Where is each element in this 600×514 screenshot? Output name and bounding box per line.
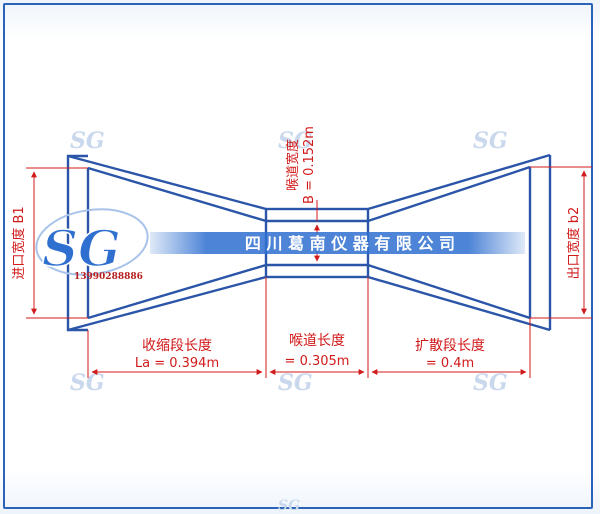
diverging-lower-inner <box>367 263 531 320</box>
diverging-length-value: = 0.4m <box>426 356 474 371</box>
inlet-width-label: 进口宽度 B1 <box>11 206 27 279</box>
inlet-outer-wall <box>66 154 88 332</box>
company-banner: 四 川 葛 南 仪 器 有 限 公 司 <box>150 232 525 254</box>
converging-length-value: La = 0.394m <box>135 356 219 371</box>
converging-upper-inner <box>87 166 267 223</box>
converging-lower-outer <box>67 275 267 332</box>
converging-lower-inner <box>87 263 267 320</box>
throat-length-value: = 0.305m <box>285 354 350 369</box>
diverging-upper-inner <box>367 165 531 223</box>
outer-frame <box>3 3 593 509</box>
diverging-lower-outer <box>367 275 551 332</box>
logo-letters: SG <box>42 219 121 278</box>
company-banner-text: 四 川 葛 南 仪 器 有 限 公 司 <box>245 234 455 253</box>
watermark-top-center: SG <box>278 128 313 154</box>
watermark-top-left: SG <box>70 128 105 154</box>
dimension-lines <box>26 166 592 378</box>
watermark-bottom-right: SG <box>473 370 508 396</box>
watermark-bottom-center: SG <box>278 370 313 396</box>
logo-phone: 13990288886 <box>74 272 143 282</box>
outlet-width-label: 出口宽度 b2 <box>566 207 582 280</box>
converging-length-title: 收缩段长度 <box>142 338 212 354</box>
watermark-top-right: SG <box>473 128 508 154</box>
company-logo: SG 13990288886 <box>35 208 149 282</box>
throat-width-value: B = 0.152m <box>302 126 317 204</box>
watermark-bottom-edge: SG <box>278 498 300 514</box>
converging-upper-outer <box>67 154 267 211</box>
diverging-upper-outer <box>367 153 551 211</box>
throat-width-title: 喉道宽度 <box>285 139 301 191</box>
throat-length-title: 喉道长度 <box>289 333 345 349</box>
diverging-length-title: 扩散段长度 <box>415 338 485 354</box>
watermark-bottom-left: SG <box>70 370 105 396</box>
